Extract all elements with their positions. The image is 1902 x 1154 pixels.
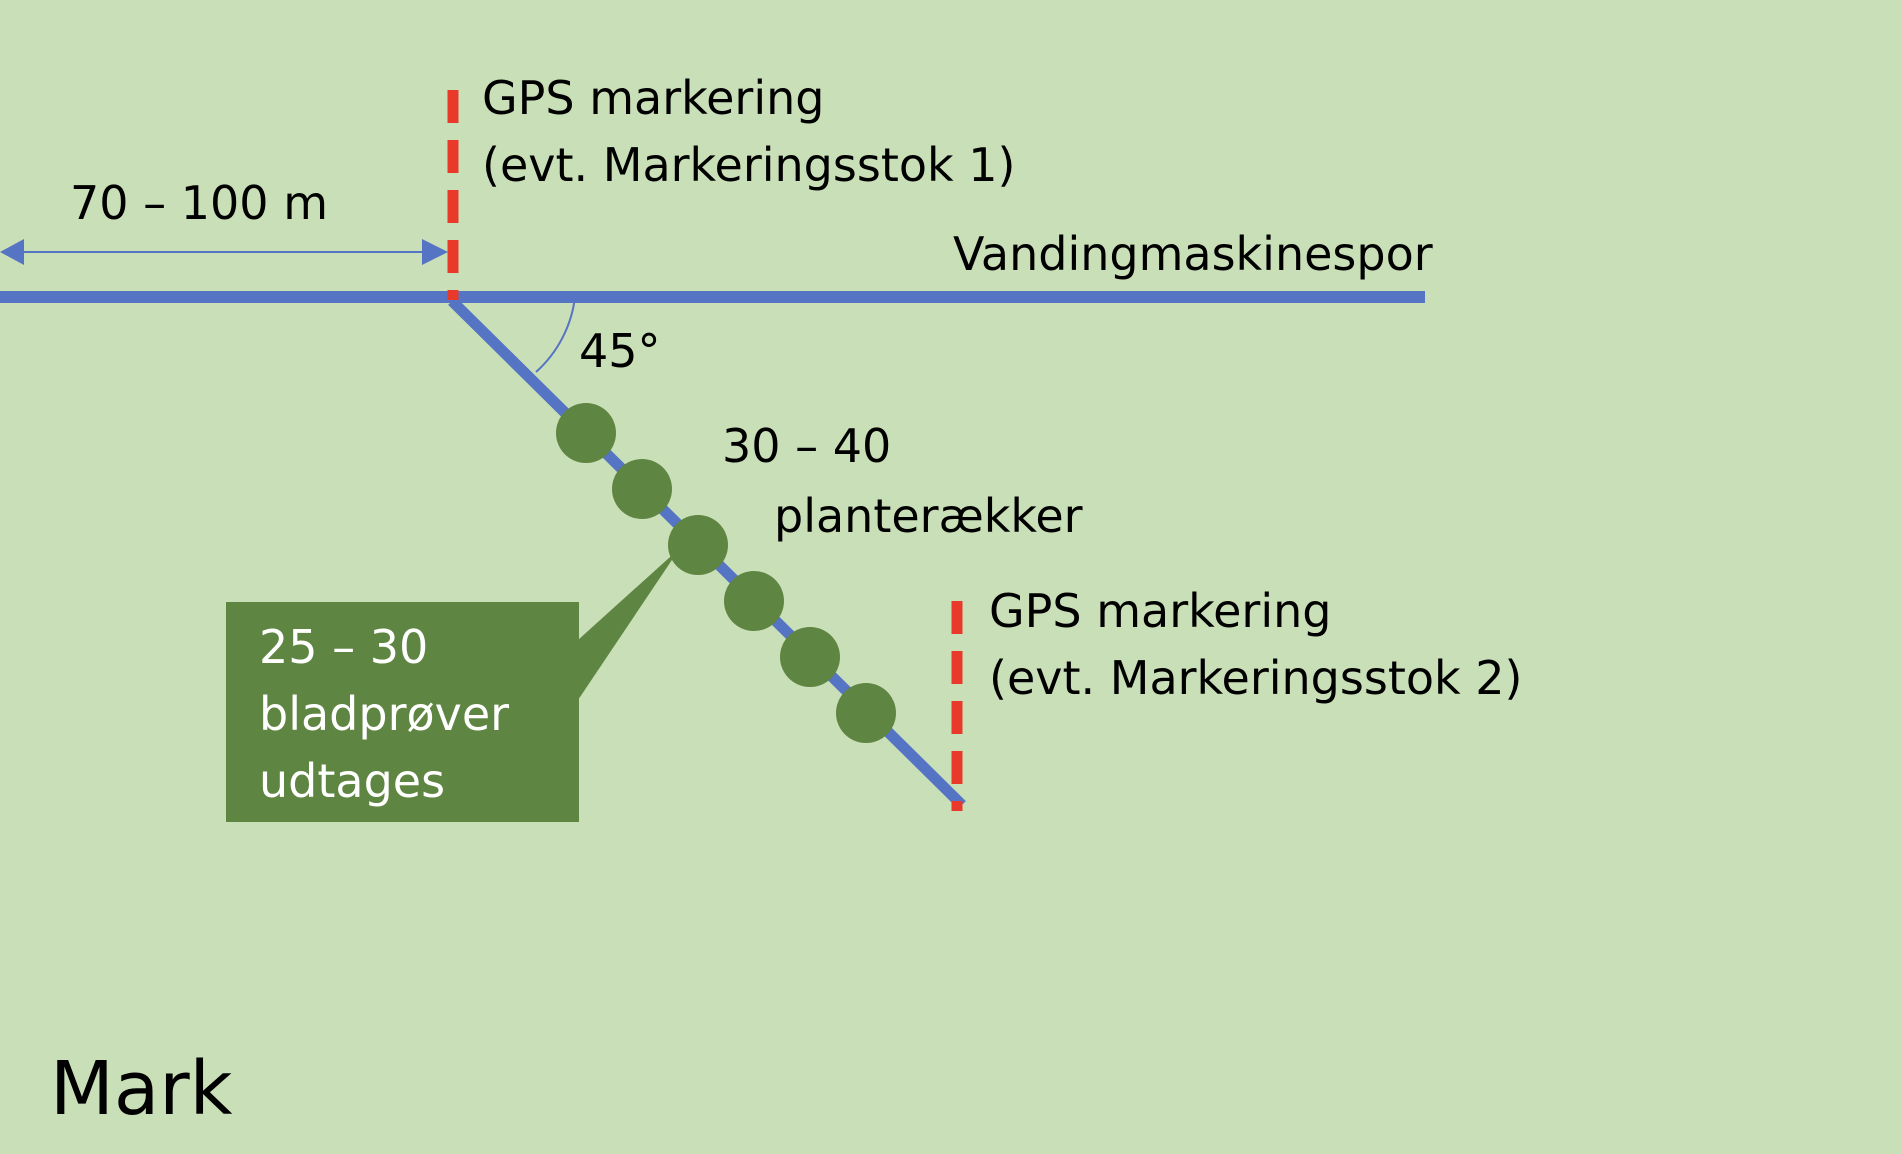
field-label: Mark [50,1046,233,1132]
samples-label-line1: 25 – 30 [259,620,429,674]
sample-point [724,571,784,631]
gps-marker-1-label-line1: GPS markering [482,71,825,125]
distance-label: 70 – 100 m [70,176,329,230]
callout-pointer [578,548,680,700]
irrigation-track-label: Vandingmaskinespor [953,227,1433,281]
distance-arrow-right-head [422,239,448,265]
angle-arc [535,296,576,373]
sample-point [668,515,728,575]
plant-rows-label-line2: planterækker [774,489,1083,543]
angle-label: 45° [579,324,661,378]
callout-box [226,602,579,822]
sample-point [780,627,840,687]
sample-point [836,683,896,743]
sample-points-group [556,403,896,743]
sample-point [612,459,672,519]
gps-marker-2-label-line1: GPS markering [989,584,1332,638]
samples-label-line2: bladprøver [259,687,510,741]
plant-rows-label-line1: 30 – 40 [722,419,892,473]
gps-marker-1-label-line2: (evt. Markeringsstok 1) [482,138,1016,192]
gps-marker-2-label-line2: (evt. Markeringsstok 2) [989,651,1523,705]
distance-arrow-left-head [0,239,24,265]
samples-label-line3: udtages [259,754,446,808]
sample-point [556,403,616,463]
